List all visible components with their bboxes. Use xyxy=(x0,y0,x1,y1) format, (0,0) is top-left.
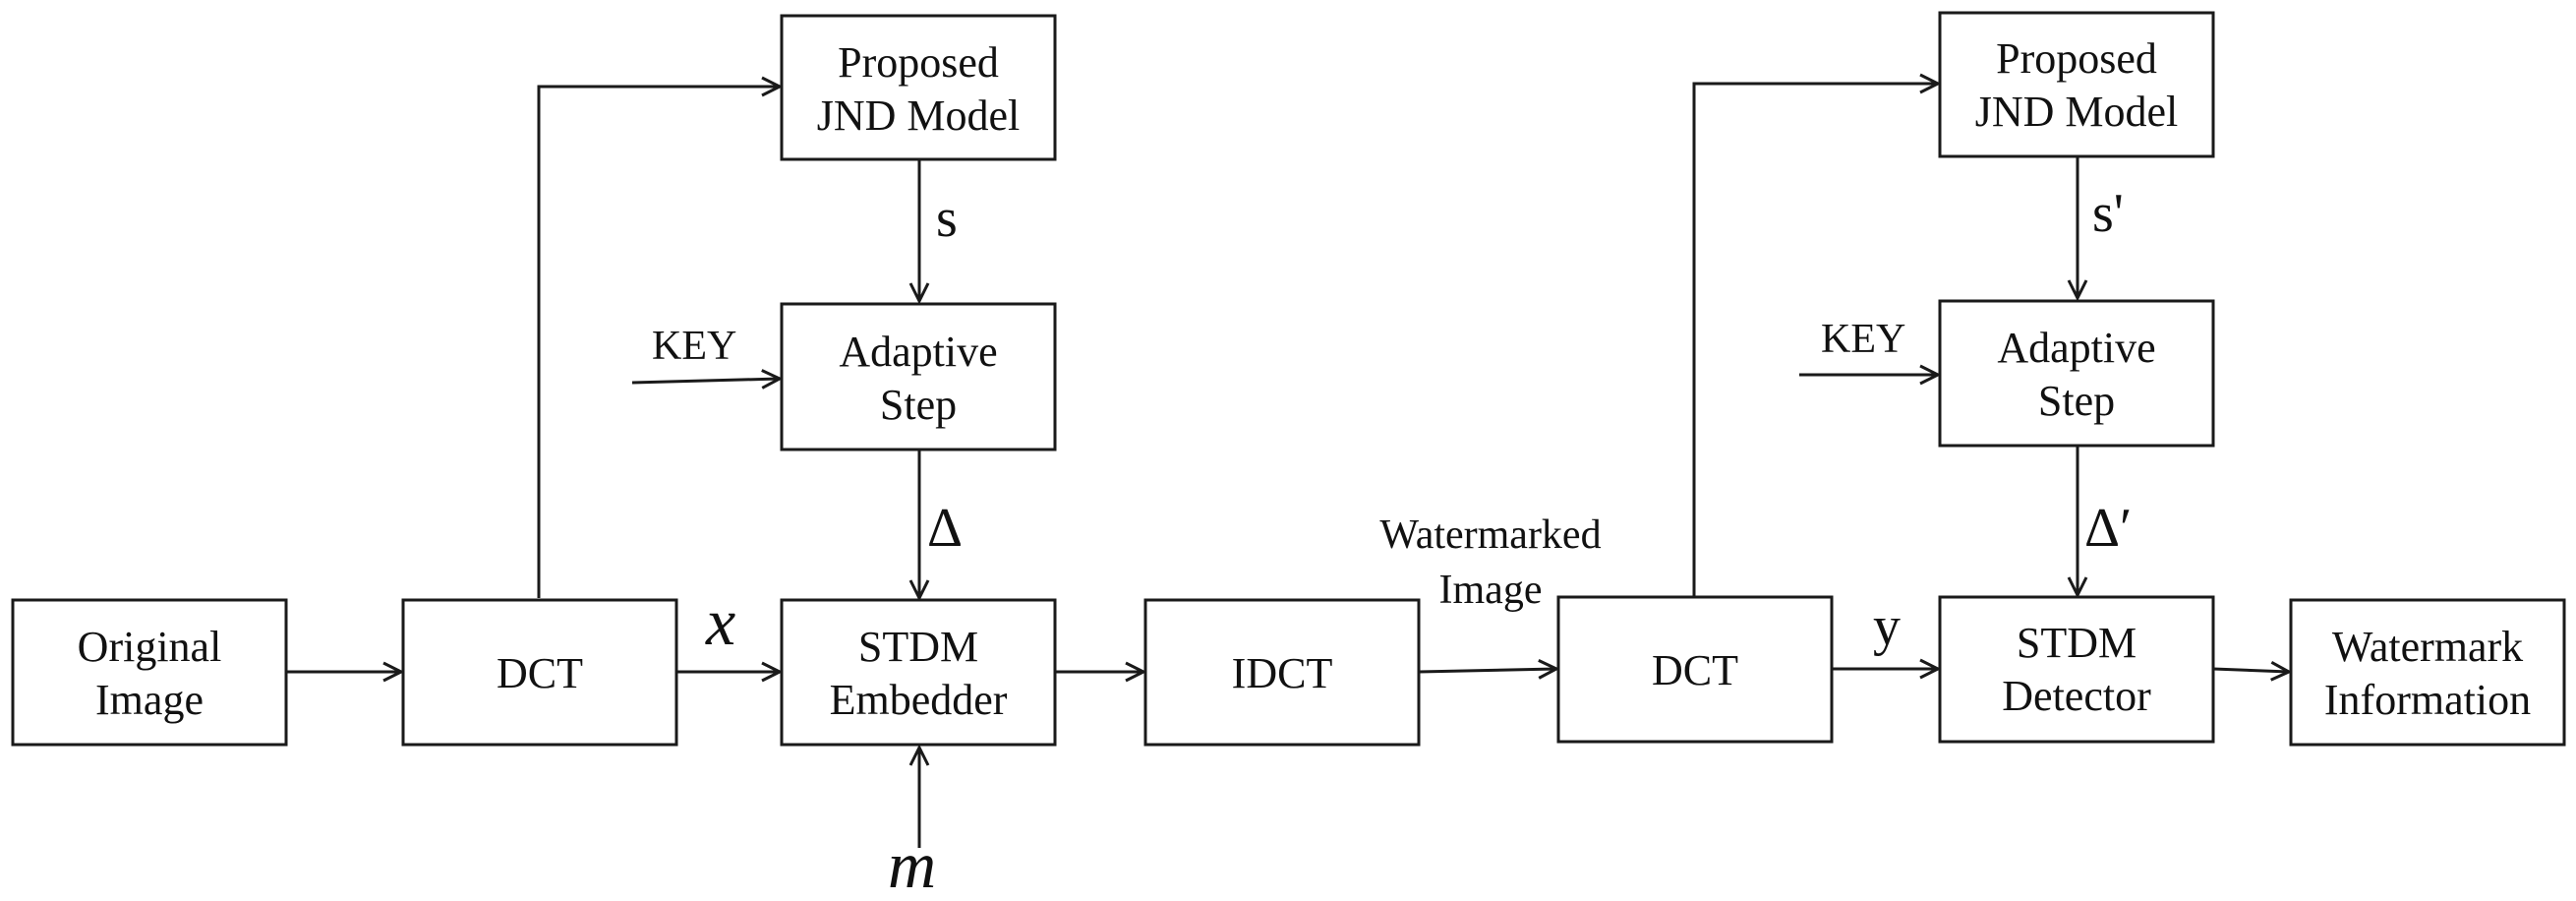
svg-text:JND Model: JND Model xyxy=(1975,88,2179,136)
s-prime-label: s' xyxy=(2092,183,2124,244)
jnd-model-box-2: Proposed JND Model xyxy=(1938,11,2215,158)
dct-box: DCT xyxy=(401,598,678,747)
svg-text:Image: Image xyxy=(95,676,204,724)
svg-text:Information: Information xyxy=(2324,676,2531,724)
original-image-box: Original Image xyxy=(11,598,288,747)
watermark-information-box: Watermark Information xyxy=(2289,598,2566,747)
y-label: y xyxy=(1873,596,1901,657)
stdm-embedder-box: STDM Embedder xyxy=(780,598,1057,747)
svg-text:Detector: Detector xyxy=(2002,672,2151,720)
svg-text:Proposed: Proposed xyxy=(838,38,999,87)
svg-text:Original: Original xyxy=(78,623,222,671)
dct-box-2: DCT xyxy=(1556,595,1834,744)
adaptive-step-box: Adaptive Step xyxy=(780,302,1057,451)
svg-text:Step: Step xyxy=(880,381,957,429)
svg-text:DCT: DCT xyxy=(497,649,583,697)
watermarked-image-label-line2: Image xyxy=(1439,568,1543,613)
svg-text:Adaptive: Adaptive xyxy=(839,328,997,376)
delta-prime-label: Δ′ xyxy=(2084,498,2132,559)
arrow-detector-to-watermark-info xyxy=(2212,660,2293,682)
svg-text:Proposed: Proposed xyxy=(1996,34,2157,83)
arrow-idct-to-dct xyxy=(1418,659,1560,680)
svg-text:STDM: STDM xyxy=(2017,619,2137,667)
s-label: s xyxy=(936,188,958,249)
x-label: x xyxy=(705,584,735,659)
stdm-detector-box: STDM Detector xyxy=(1938,595,2215,744)
arrow-dct-to-jnd-model xyxy=(537,76,784,598)
watermarked-image-label-line1: Watermarked xyxy=(1379,512,1601,558)
svg-text:JND Model: JND Model xyxy=(817,91,1021,140)
svg-text:Step: Step xyxy=(2038,377,2115,425)
svg-text:Watermark: Watermark xyxy=(2332,623,2523,671)
delta-label: Δ xyxy=(927,498,963,559)
svg-text:STDM: STDM xyxy=(858,623,978,671)
key-label: KEY xyxy=(652,324,736,369)
adaptive-step-box-2: Adaptive Step xyxy=(1938,299,2215,448)
arrow-dct-to-jnd-model-2 xyxy=(1692,73,1942,596)
key-label-2: KEY xyxy=(1821,317,1905,362)
svg-text:Embedder: Embedder xyxy=(830,676,1008,724)
arrow-key-to-adaptive-step xyxy=(631,369,784,390)
jnd-model-box: Proposed JND Model xyxy=(780,14,1057,161)
idct-box: IDCT xyxy=(1143,598,1421,747)
svg-text:Adaptive: Adaptive xyxy=(1997,324,2155,372)
m-label: m xyxy=(888,827,936,901)
svg-text:DCT: DCT xyxy=(1652,646,1738,694)
svg-text:IDCT: IDCT xyxy=(1232,649,1333,697)
